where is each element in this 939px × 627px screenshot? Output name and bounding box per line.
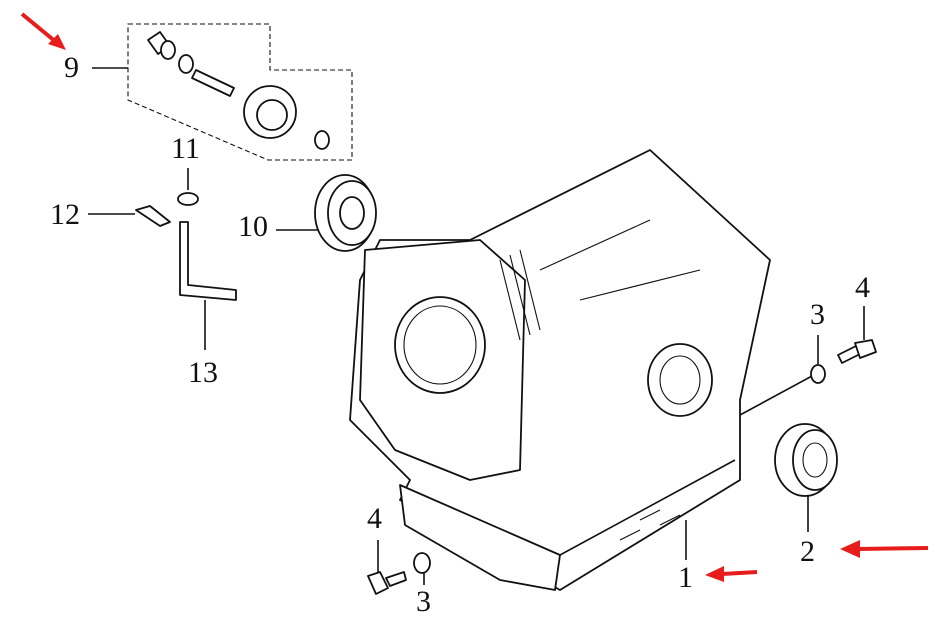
callout-4-bottom: 4 bbox=[367, 502, 382, 535]
arrow-to-9 bbox=[20, 12, 58, 44]
callout-3-bottom: 3 bbox=[416, 585, 431, 618]
callout-10: 10 bbox=[238, 210, 268, 243]
callout-12: 12 bbox=[50, 198, 80, 231]
bearing bbox=[276, 174, 377, 252]
callout-3-right: 3 bbox=[810, 298, 825, 331]
governor-assembly bbox=[92, 23, 353, 161]
arrow-to-1 bbox=[721, 570, 758, 576]
highlight-arrows bbox=[20, 12, 929, 582]
bolt-washer-bottom bbox=[367, 520, 687, 595]
callout-11: 11 bbox=[171, 132, 200, 165]
bolt-washer-right bbox=[810, 306, 877, 384]
callout-4-right: 4 bbox=[855, 271, 870, 304]
callout-13: 13 bbox=[188, 356, 218, 389]
governor-arm-parts bbox=[88, 168, 237, 350]
crankcase bbox=[349, 149, 813, 591]
callout-9: 9 bbox=[64, 51, 79, 84]
callout-1: 1 bbox=[678, 561, 693, 594]
arrow-to-2 bbox=[857, 546, 929, 551]
callout-2: 2 bbox=[800, 535, 815, 568]
oil-seal bbox=[774, 423, 838, 532]
